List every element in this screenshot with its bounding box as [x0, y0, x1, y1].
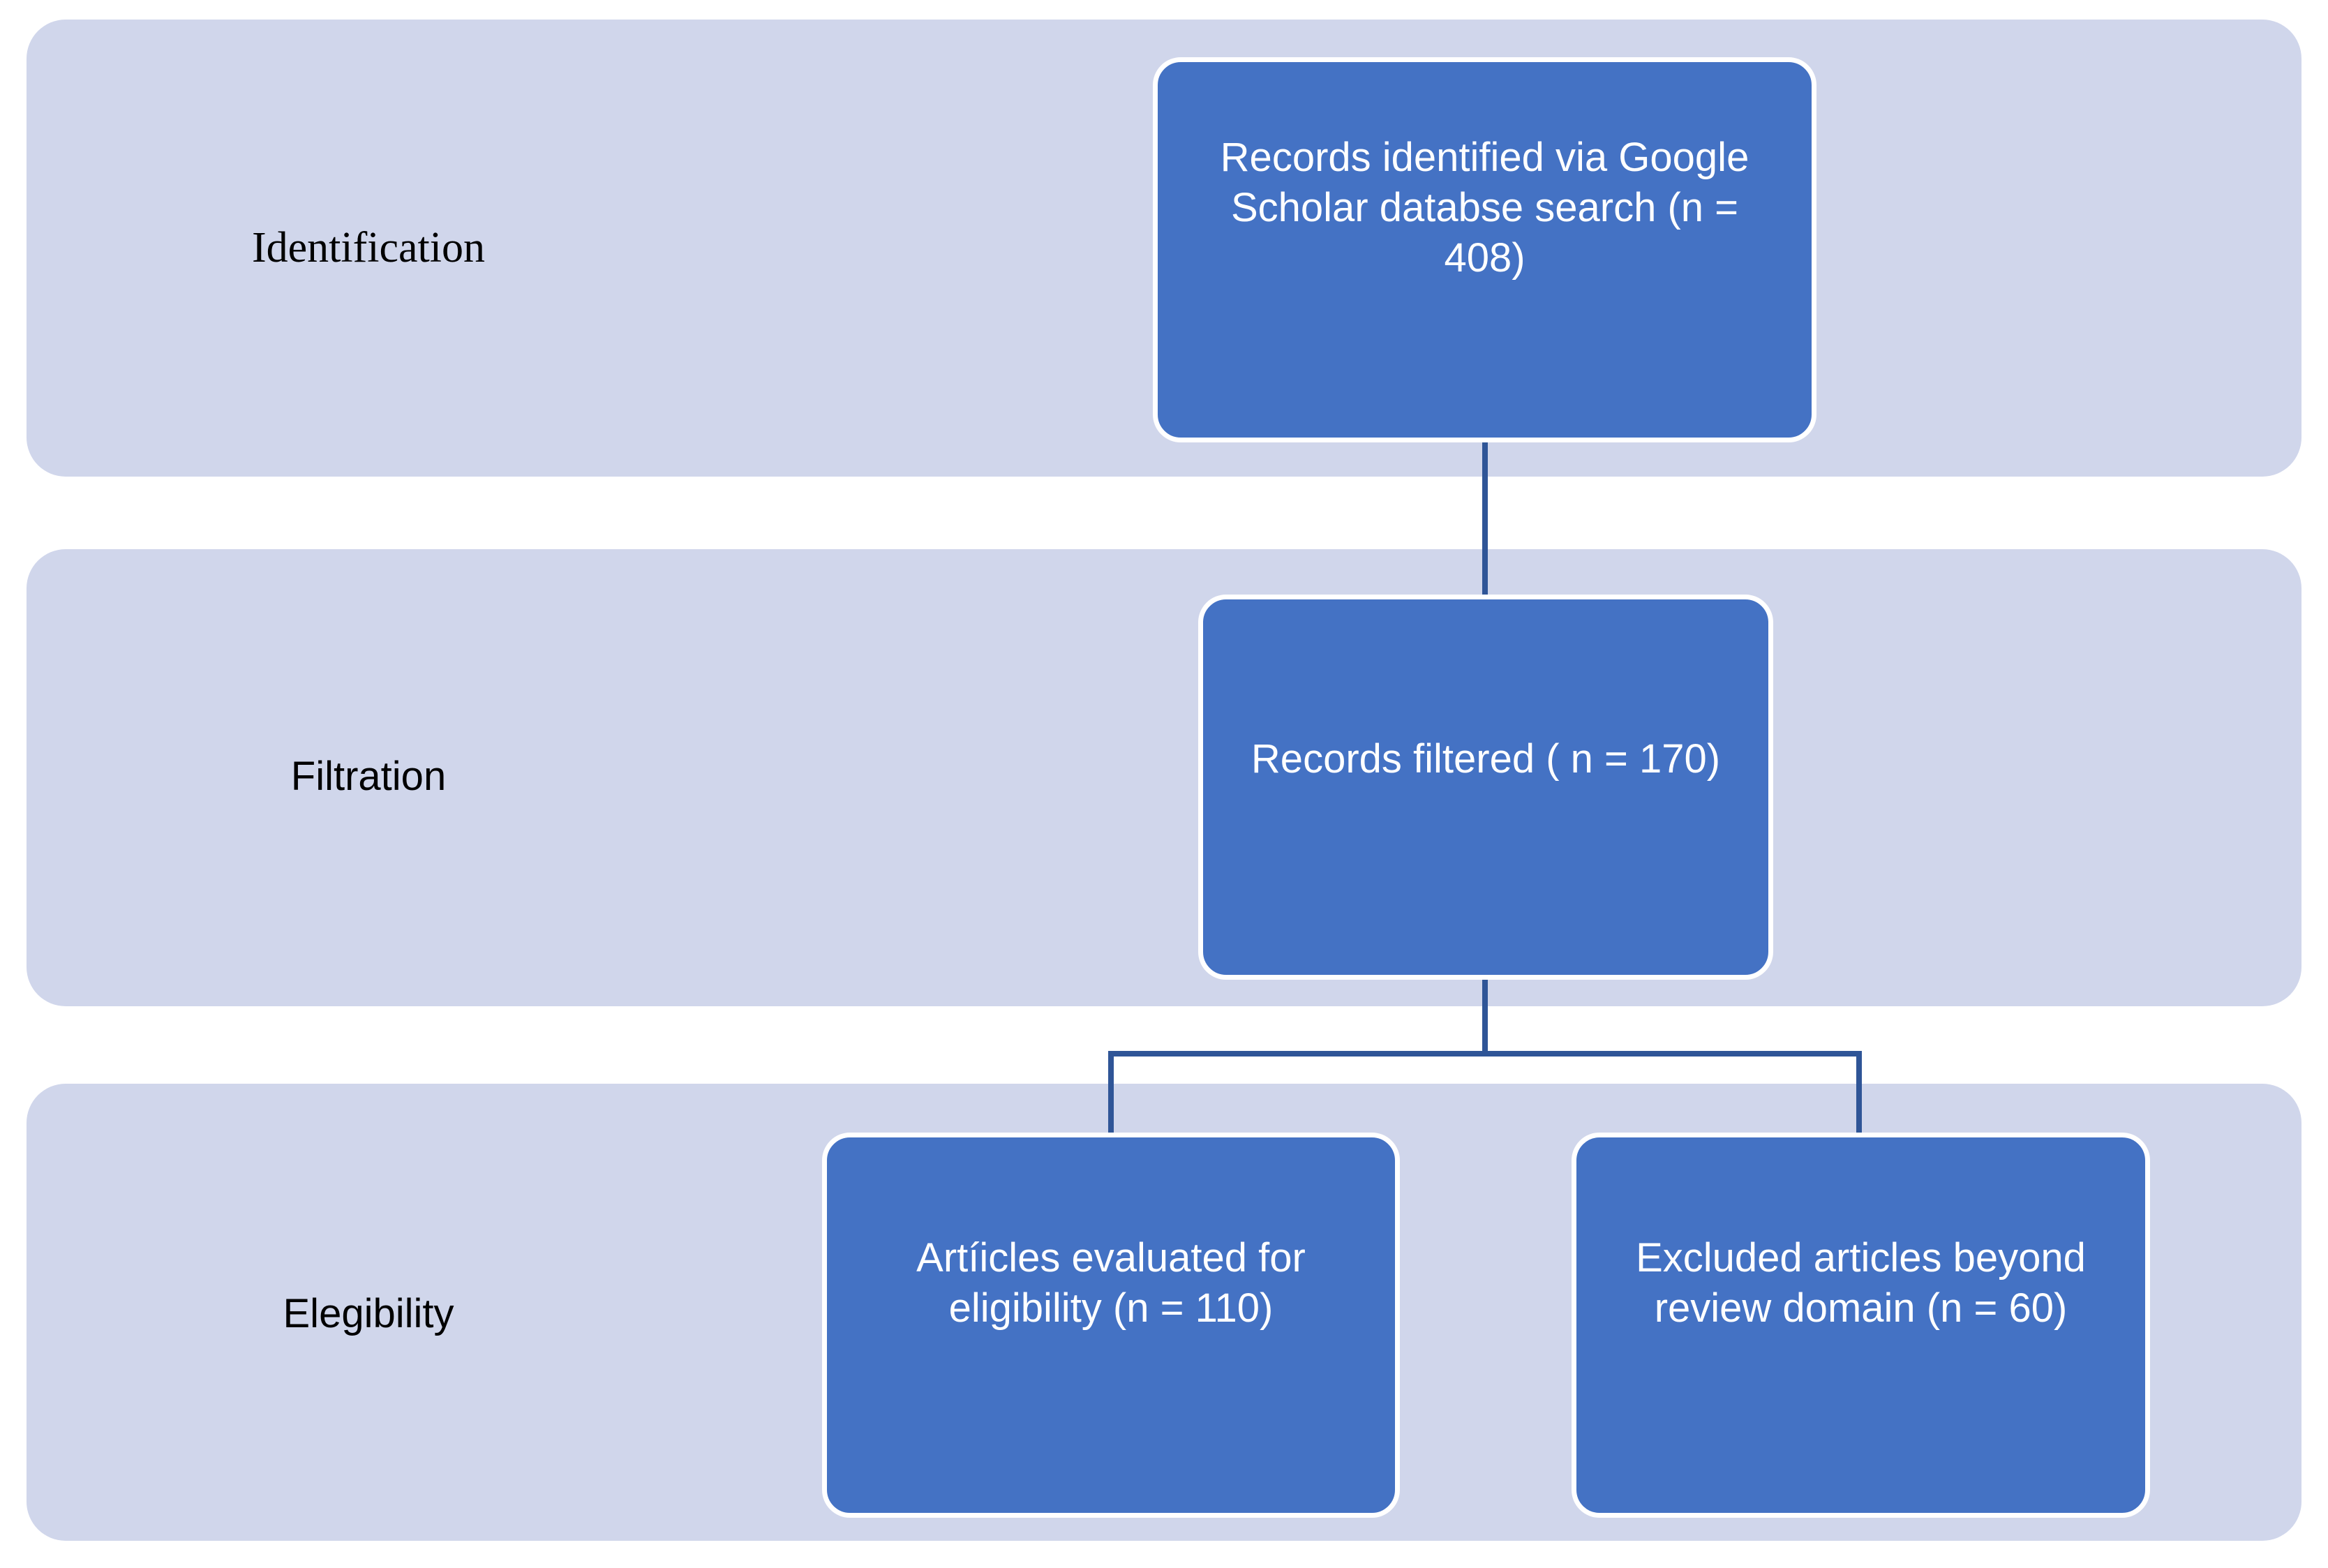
stage-label-identification: Identification [252, 224, 485, 271]
box-records-filtered-text: Records filtered ( n = 170) [1251, 736, 1721, 782]
box-articles-evaluated: Artíicles evaluated for eligibility (n =… [822, 1133, 1400, 1518]
box-articles-excluded-text: Excluded articles beyond review domain (… [1636, 1235, 2086, 1331]
stage-label-filtration: Filtration [290, 754, 447, 799]
box-articles-excluded: Excluded articles beyond review domain (… [1572, 1133, 2150, 1518]
connector-to-excluded [1856, 1051, 1862, 1133]
connector-filtered-stem [1482, 980, 1488, 1056]
box-records-identified-text: Records identified via Google Scholar da… [1220, 135, 1749, 281]
box-records-identified: Records identified via Google Scholar da… [1153, 57, 1816, 442]
box-records-filtered: Records filtered ( n = 170) [1198, 595, 1773, 980]
box-articles-evaluated-text: Artíicles evaluated for eligibility (n =… [916, 1235, 1306, 1331]
connector-to-evaluated [1108, 1051, 1114, 1133]
connector-identified-to-filtered [1482, 442, 1488, 595]
stage-band-filtration [27, 549, 2301, 1006]
connector-branch-horizontal [1108, 1051, 1862, 1056]
stage-label-eligibility: Elegibility [283, 1291, 454, 1336]
